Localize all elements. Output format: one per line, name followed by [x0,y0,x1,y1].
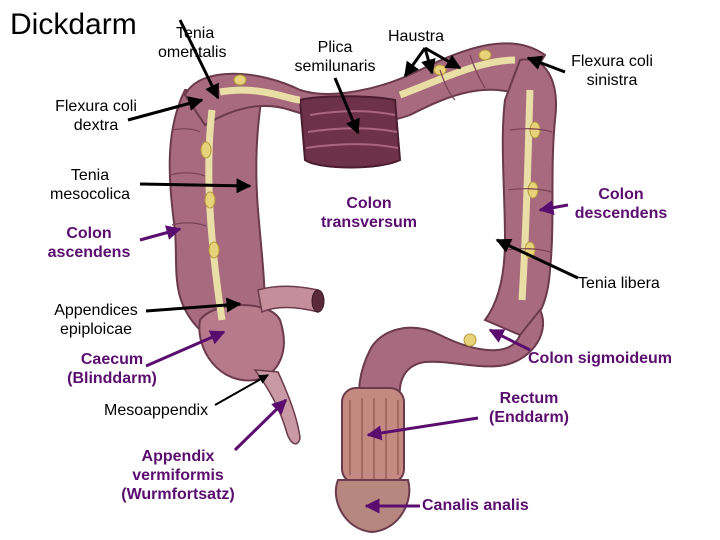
arrow-tenia-mesocolica [139,178,252,194]
arrow-colon-sigmoideum [488,328,531,352]
arrow-appendices-epiploicae [145,297,242,313]
label-flexura-coli-sinistra: Flexura coli sinistra [556,52,668,90]
label-colon-transversum-line2: transversum [320,214,418,231]
label-flexura-coli-sinistra-line1: Flexura coli [571,53,653,70]
label-haustra: Haustra [388,28,445,45]
arrow-haustra-2 [421,47,436,75]
pointer-arrows [127,19,579,514]
label-flexura-coli-dextra: Flexura coli dextra [46,97,146,135]
label-appendix-vermiformis-line2: vermiformis [132,467,224,484]
arrow-haustra-3 [424,46,462,70]
caecum-shape [198,304,285,382]
label-rectum: Rectum (Enddarm) [476,389,582,427]
label-mesoappendix: Mesoappendix [104,402,209,419]
arrow-caecum [145,330,226,368]
arrow-flexura-coli-sinistra [526,55,566,74]
label-colon-ascendens-line2: ascendens [47,244,131,261]
label-colon-ascendens: Colon ascendens [36,224,142,262]
label-tenia-mesocolica-line2: mesocolica [49,186,131,203]
arrow-tenia-libera [495,238,579,280]
label-colon-descendens-line1: Colon [598,186,644,203]
arrow-rectum [366,416,479,441]
label-tenia-omentalis-line2: omentalis [158,44,227,61]
label-colon-descendens-line2: descendens [574,205,668,222]
diagram-title: Dickdarm [10,8,137,41]
label-appendix-vermiformis-line3: (Wurmfortsatz) [121,486,235,503]
label-plica-semilunaris-line2: semilunaris [294,58,376,75]
label-appendices-epiploicae-line1: Appendices [54,302,138,319]
arrow-colon-ascendens [139,225,182,242]
arrow-plica-semilunaris [333,77,360,135]
label-colon-descendens: Colon descendens [566,185,676,223]
label-caecum-line1: Caecum [80,351,144,368]
label-appendices-epiploicae: Appendices epiploicae [44,301,148,339]
label-plica-semilunaris-line1: Plica [317,39,353,56]
label-canalis-analis: Canalis analis [422,497,529,514]
label-rectum-line2: (Enddarm) [489,409,569,426]
label-appendices-epiploicae-line2: epiploicae [59,321,133,338]
label-flexura-coli-sinistra-line2: sinistra [586,72,638,89]
arrow-haustra-1 [403,47,427,78]
label-tenia-omentalis: Tenia omentalis [158,24,226,62]
label-flexura-coli-dextra-line2: dextra [73,117,119,134]
arrow-flexura-coli-dextra [127,96,204,122]
label-colon-sigmoideum: Colon sigmoideum [528,350,672,367]
arrow-tenia-omentalis [178,19,220,100]
label-plica-semilunaris: Plica semilunaris [286,38,384,76]
label-caecum: Caecum (Blinddarm) [56,350,168,388]
label-appendix-vermiformis: Appendix vermiformis (Wurmfortsatz) [108,447,248,504]
arrow-colon-descendens [538,200,569,216]
label-flexura-coli-dextra-line1: Flexura coli [55,98,137,115]
label-colon-transversum-line1: Colon [346,195,392,212]
label-rectum-line1: Rectum [499,390,559,407]
arrow-appendix-vermiformis [233,398,288,452]
label-caecum-line2: (Blinddarm) [67,370,157,387]
label-tenia-mesocolica-line1: Tenia [70,167,110,184]
ileum-shape [257,285,319,314]
tenia-descendens-band [518,89,534,301]
tenia-transversum-band [219,56,516,104]
label-colon-ascendens-line1: Colon [66,225,112,242]
arrow-mesoappendix [214,374,269,406]
label-colon-transversum: Colon transversum [306,194,432,232]
label-tenia-omentalis-line1: Tenia [176,25,215,42]
label-tenia-libera: Tenia libera [578,275,660,292]
label-tenia-mesocolica: Tenia mesocolica [40,166,140,204]
label-appendix-vermiformis-line1: Appendix [141,448,215,465]
